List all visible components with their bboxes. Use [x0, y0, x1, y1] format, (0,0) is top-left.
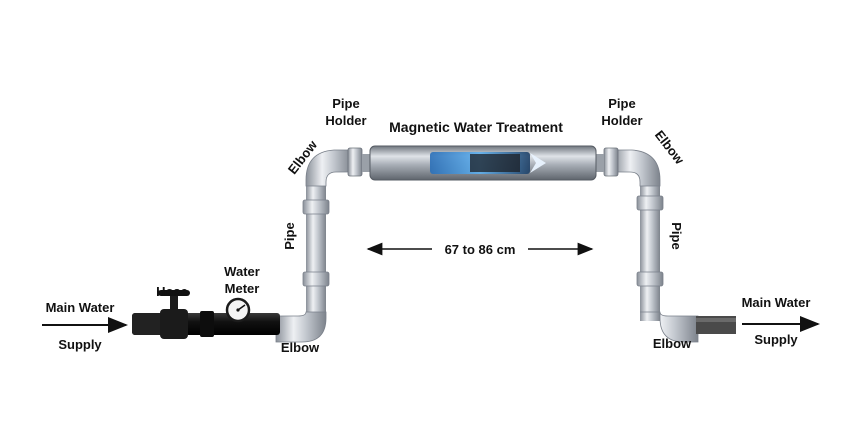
right-coupling-upper — [636, 195, 664, 211]
diagram-title: Magnetic Water Treatment — [389, 119, 563, 135]
pipe-holder-left-line2: Holder — [325, 113, 366, 128]
meter-label-line1: Water — [224, 264, 260, 279]
inlet-assembly — [132, 290, 280, 339]
pipe-label-right: Pipe — [669, 222, 684, 249]
outlet-label-line2: Supply — [754, 332, 798, 347]
pipe-network — [275, 149, 736, 343]
hose-label: Hose — [156, 284, 188, 299]
pipe-holder-left-line1: Pipe — [332, 96, 359, 111]
bottom-right-elbow — [640, 311, 699, 343]
left-vertical-pipe — [306, 178, 326, 321]
device-chevron — [530, 153, 546, 173]
magnetic-treatment-device — [362, 145, 604, 181]
elbow-label-top-right: Elbow — [652, 128, 688, 168]
distance-label: 67 to 86 cm — [445, 242, 516, 257]
pipe-holder-right-line1: Pipe — [608, 96, 635, 111]
bottom-left-elbow — [275, 311, 327, 343]
inlet-label-line2: Supply — [58, 337, 102, 352]
inlet-label-line1: Main Water — [46, 300, 115, 315]
valve — [158, 290, 190, 339]
top-left-elbow — [305, 149, 353, 187]
left-pipe-holder — [347, 147, 363, 177]
pipe-holder-right-line2: Holder — [601, 113, 642, 128]
meter-label-line2: Meter — [225, 281, 260, 296]
elbow-label-bottom-left: Elbow — [281, 340, 320, 355]
elbow-label-bottom-right: Elbow — [653, 336, 692, 351]
right-coupling-lower — [636, 271, 664, 287]
left-coupling-lower — [302, 271, 330, 287]
top-right-elbow — [613, 149, 661, 187]
valve-handle-icon — [158, 290, 190, 296]
left-coupling-upper — [302, 199, 330, 215]
water-meter — [225, 297, 251, 323]
pipe-label-left: Pipe — [282, 222, 297, 249]
outlet-label-line1: Main Water — [742, 295, 811, 310]
right-pipe-holder — [603, 147, 619, 177]
